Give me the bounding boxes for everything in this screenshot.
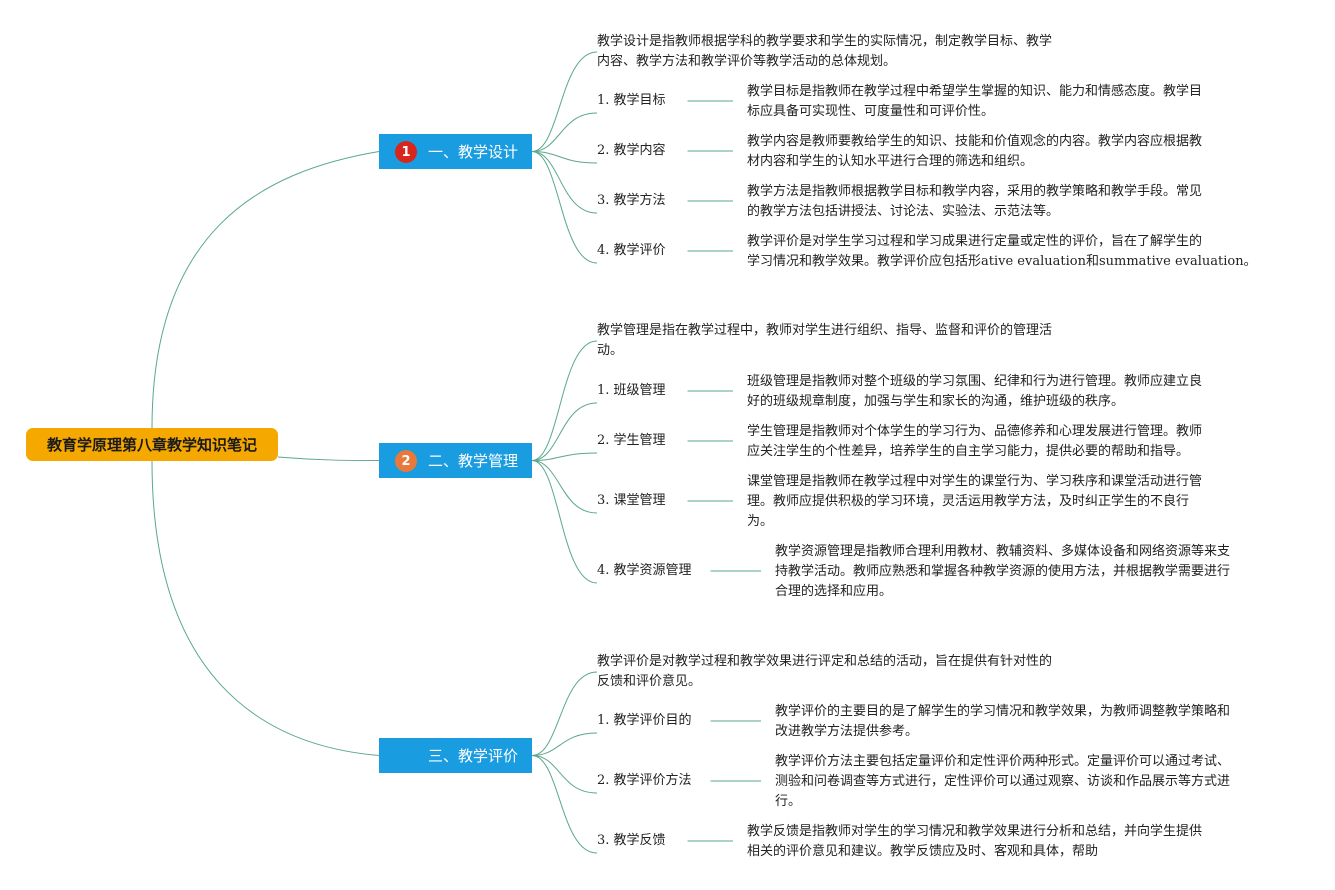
priority-badge-icon: 1 [395,141,417,163]
branch-topic-3[interactable]: 三、教学评价 [379,738,532,773]
item-connector [531,732,598,756]
item-label[interactable]: 3. 课堂管理 [597,493,666,508]
item-connector [531,755,598,854]
description-line: 行。 [775,794,802,809]
branch-summary[interactable]: 教学管理是指在教学过程中，教师对学生进行组织、指导、监督和评价的管理活动。 [597,321,1052,361]
summary-line: 教学管理是指在教学过程中，教师对学生进行组织、指导、监督和评价的管理活 [597,323,1053,338]
item-description[interactable]: 学生管理是指教师对个体学生的学习行为、品德修养和心理发展进行管理。教师应关注学生… [747,422,1202,462]
item-label[interactable]: 1. 班级管理 [597,383,666,398]
description-line: 相关的评价意见和建议。教学反馈应及时、客观和具体，帮助 [747,844,1099,859]
branch-topic-1[interactable]: 1 一、教学设计 [379,134,532,169]
summary-line: 教学设计是指教师根据学科的教学要求和学生的实际情况，制定教学目标、教学 [597,34,1053,49]
item-connector [531,460,598,514]
item-label[interactable]: 4. 教学资源管理 [597,563,692,578]
summary-line: 反馈和评价意见。 [597,674,702,689]
item-connector [531,151,598,214]
summary-connector [531,51,598,152]
description-line: 的教学方法包括讲授法、讨论法、实验法、示范法等。 [747,204,1060,219]
item-connector [531,402,598,461]
item-description[interactable]: 班级管理是指教师对整个班级的学习氛围、纪律和行为进行管理。教师应建立良好的班级规… [747,372,1202,412]
item-description[interactable]: 教学资源管理是指教师合理利用教材、教辅资料、多媒体设备和网络资源等来支持教学活动… [775,542,1230,602]
item-description[interactable]: 教学方法是指教师根据教学目标和教学内容，采用的教学策略和教学手段。常见的教学方法… [747,182,1202,222]
item-connector [531,452,598,461]
description-line: 教学评价是对学生学习过程和学习成果进行定量或定性的评价，旨在了解学生的 [747,234,1203,249]
branch-summary[interactable]: 教学设计是指教师根据学科的教学要求和学生的实际情况，制定教学目标、教学内容、教学… [597,32,1052,72]
branch-title: 三、教学评价 [427,747,518,765]
item-description[interactable]: 教学内容是教师要教给学生的知识、技能和价值观念的内容。教学内容应根据教材内容和学… [747,132,1202,172]
priority-badge-icon: 2 [395,450,417,472]
root-connector-2 [277,456,380,461]
branch-summary[interactable]: 教学评价是对教学过程和教学效果进行评定和总结的活动，旨在提供有针对性的反馈和评价… [597,652,1052,692]
item-description[interactable]: 教学反馈是指教师对学生的学习情况和教学效果进行分析和总结，并向学生提供相关的评价… [747,822,1202,862]
description-line: 为。 [747,514,774,529]
description-line: 理。教师应提供积极的学习环境，灵活运用教学方法，及时纠正学生的不良行 [747,494,1190,509]
summary-connector [531,671,598,756]
root-connector-3 [151,460,380,756]
item-label[interactable]: 3. 教学方法 [597,193,666,208]
item-label[interactable]: 2. 学生管理 [597,433,666,448]
item-description[interactable]: 教学评价方法主要包括定量评价和定性评价两种形式。定量评价可以通过考试、测验和问卷… [775,752,1230,812]
description-line: 持教学活动。教师应熟悉和掌握各种教学资源的使用方法，并根据教学需要进行 [775,564,1231,579]
description-line: 班级管理是指教师对整个班级的学习氛围、纪律和行为进行管理。教师应建立良 [747,374,1203,389]
item-description[interactable]: 教学目标是指教师在教学过程中希望学生掌握的知识、能力和情感态度。教学目标应具备可… [747,82,1202,122]
summary-line: 内容、教学方法和教学评价等教学活动的总体规划。 [597,54,897,69]
description-line: 学习情况和教学效果。教学评价应包括形ative evaluation和summa… [747,254,1257,269]
description-line: 教学评价的主要目的是了解学生的学习情况和教学效果，为教师调整教学策略和 [775,704,1231,719]
item-label[interactable]: 2. 教学内容 [597,143,666,158]
item-label[interactable]: 4. 教学评价 [597,243,666,258]
item-label[interactable]: 1. 教学目标 [597,93,666,108]
description-line: 材内容和学生的认知水平进行合理的筛选和组织。 [747,154,1034,169]
description-line: 课堂管理是指教师在教学过程中对学生的课堂行为、学习秩序和课堂活动进行管 [747,474,1203,489]
item-connector [531,151,598,164]
description-line: 标应具备可实现性、可度量性和可评价性。 [747,104,995,119]
summary-line: 动。 [597,343,624,358]
item-connector [531,755,598,794]
item-connector [531,112,598,152]
summary-connector [531,340,598,461]
item-label[interactable]: 3. 教学反馈 [597,833,666,848]
root-connector-1 [151,151,380,429]
description-line: 教学资源管理是指教师合理利用教材、教辅资料、多媒体设备和网络资源等来支 [775,544,1231,559]
description-line: 教学内容是教师要教给学生的知识、技能和价值观念的内容。教学内容应根据教 [747,134,1203,149]
item-label[interactable]: 2. 教学评价方法 [597,773,692,788]
item-description[interactable]: 教学评价是对学生学习过程和学习成果进行定量或定性的评价，旨在了解学生的学习情况和… [747,232,1257,272]
root-topic[interactable]: 教育学原理第八章教学知识笔记 [26,428,278,461]
item-description[interactable]: 教学评价的主要目的是了解学生的学习情况和教学效果，为教师调整教学策略和改进教学方… [775,702,1230,742]
description-line: 教学评价方法主要包括定量评价和定性评价两种形式。定量评价可以通过考试、 [775,754,1231,769]
description-line: 改进教学方法提供参考。 [775,724,919,739]
item-description[interactable]: 课堂管理是指教师在教学过程中对学生的课堂行为、学习秩序和课堂活动进行管理。教师应… [747,472,1202,532]
description-line: 教学反馈是指教师对学生的学习情况和教学效果进行分析和总结，并向学生提供 [747,824,1203,839]
description-line: 合理的选择和应用。 [775,584,893,599]
description-line: 好的班级规章制度，加强与学生和家长的沟通，维护班级的秩序。 [747,394,1125,409]
item-label[interactable]: 1. 教学评价目的 [597,713,692,728]
description-line: 教学方法是指教师根据教学目标和教学内容，采用的教学策略和教学手段。常见 [747,184,1203,199]
description-line: 学生管理是指教师对个体学生的学习行为、品德修养和心理发展进行管理。教师 [747,424,1203,439]
item-connector [531,151,598,264]
branch-title: 一、教学设计 [427,143,518,161]
branch-title: 二、教学管理 [427,452,518,470]
description-line: 测验和问卷调查等方式进行，定性评价可以通过观察、访谈和作品展示等方式进 [775,774,1231,789]
root-title: 教育学原理第八章教学知识笔记 [46,436,257,454]
description-line: 教学目标是指教师在教学过程中希望学生掌握的知识、能力和情感态度。教学目 [747,84,1203,99]
branch-topic-2[interactable]: 2 二、教学管理 [379,443,532,478]
description-line: 应关注学生的个性差异，培养学生的自主学习能力，提供必要的帮助和指导。 [747,444,1190,459]
summary-line: 教学评价是对教学过程和教学效果进行评定和总结的活动，旨在提供有针对性的 [597,654,1053,669]
item-connector [531,460,598,584]
